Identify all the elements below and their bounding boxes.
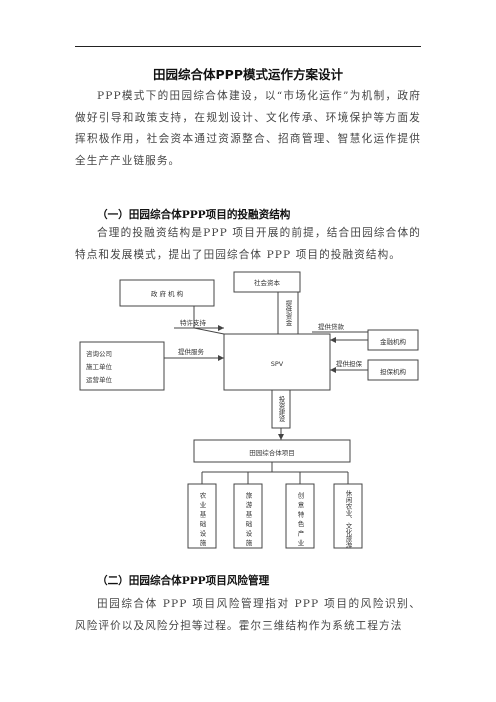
- provide-service-label: 提供服务: [178, 347, 205, 356]
- consult-label-2: 施工单位: [86, 362, 113, 371]
- header-rule: [75, 46, 421, 47]
- social-capital-box: [233, 271, 301, 293]
- project-label: 田园综合体项目: [249, 448, 295, 457]
- provide-guarantee-label: 提供担保: [336, 359, 363, 368]
- sub-3-label: 创意特色产业: [296, 491, 304, 549]
- investment-structure-diagram: 政 府 机 构 社会资本 SPV 咨询公司 施工单位 运营单位 提供服务 特许支…: [79, 271, 419, 550]
- special-support-label: 特许支持: [180, 318, 207, 327]
- sub-1-label: 农业基础设施: [198, 491, 206, 549]
- consult-box: [79, 341, 165, 391]
- consult-label-3: 运营单位: [86, 375, 113, 384]
- provide-loan-label: 提供贷款: [318, 322, 345, 331]
- gov-label: 政 府 机 构: [151, 289, 184, 298]
- section-2-paragraph: 田园综合体 PPP 项目风险管理指对 PPP 项目的风险识别、风险评价以及风险分…: [75, 598, 421, 632]
- finance-label: 金融机构: [380, 337, 407, 346]
- consult-label-1: 咨询公司: [86, 349, 112, 358]
- spv-label: SPV: [271, 360, 284, 368]
- intro-paragraph: PPP模式下的田园综合体建设，以“市场化运作”为机制，政府做好引导和政策支持，在…: [75, 90, 421, 167]
- gov-box: [119, 279, 215, 307]
- invest-build-label: 投资建设: [277, 395, 285, 424]
- provide-capital-label: 提供资金: [284, 299, 292, 327]
- sub-2-label: 旅游基础设施: [244, 491, 252, 549]
- section-2-heading: （二）田园综合体PPP项目风险管理: [97, 575, 270, 587]
- sub-4-label: 休闲农业、文化旅游: [344, 489, 352, 550]
- section-1-paragraph: 合理的投融资结构是PPP 项目开展的前提，结合田园综合体的特点和发展模式，提出了…: [75, 227, 421, 261]
- guarantee-org-label: 担保机构: [380, 367, 407, 376]
- social-capital-label: 社会资本: [254, 278, 281, 287]
- page-title: 田园综合体PPP模式运作方案设计: [153, 67, 343, 82]
- section-1-heading: （一）田园综合体PPP项目的投融资结构: [97, 209, 291, 221]
